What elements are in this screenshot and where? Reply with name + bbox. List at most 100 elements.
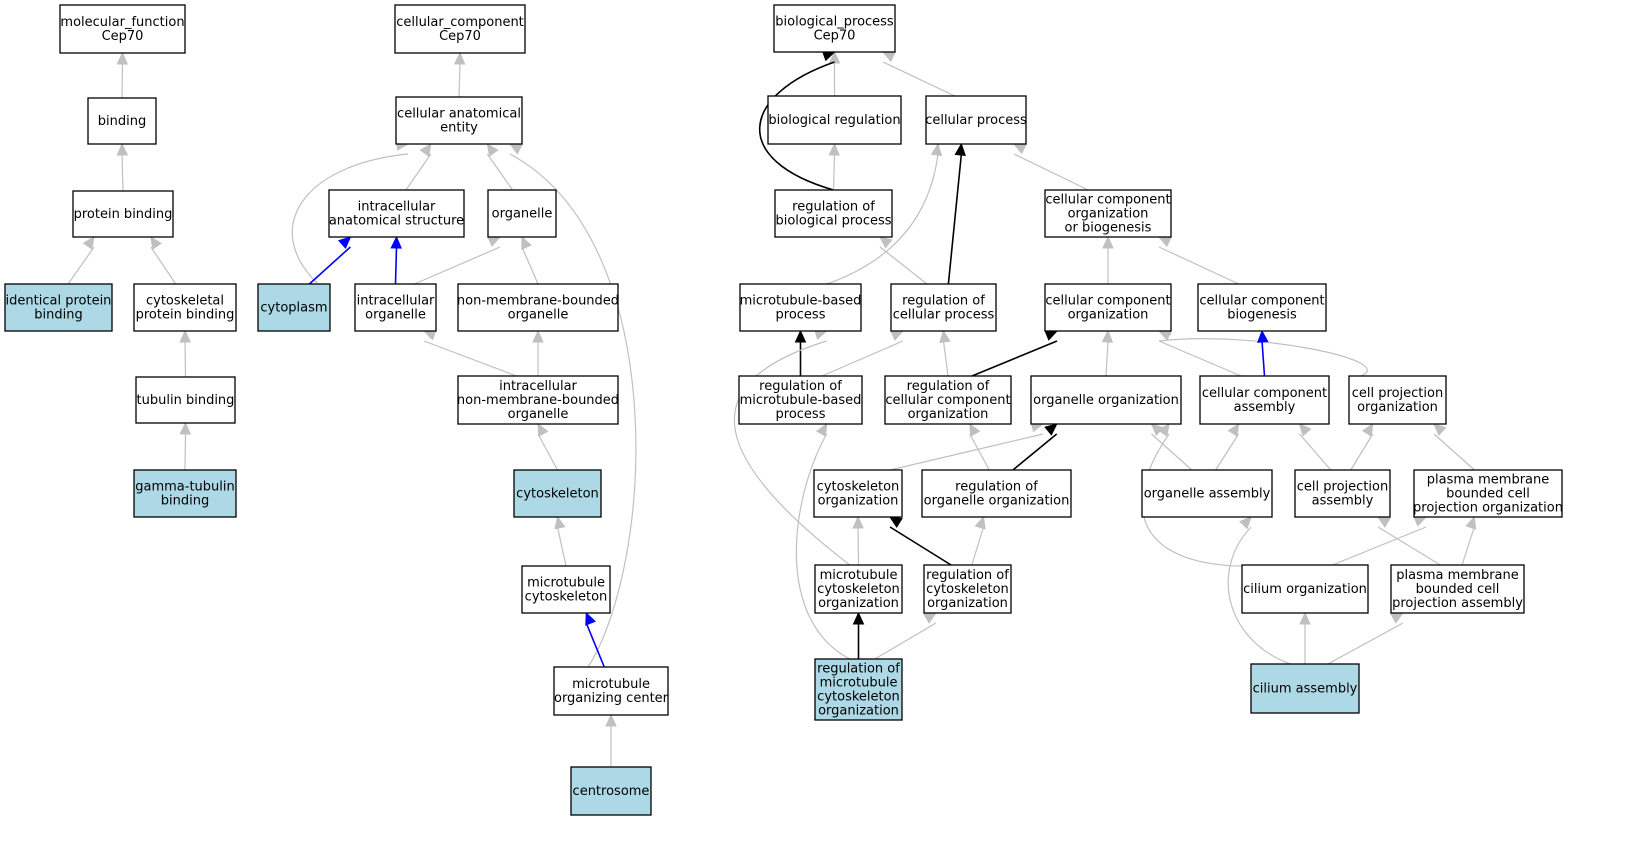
arrowhead-microtubule-cytoskeleton-to-cytoskeleton [554, 515, 566, 530]
term-label-line: cell projection [1352, 386, 1443, 401]
term-node-organelle[interactable]: organelle [487, 189, 557, 238]
term-label-line: microtubule-based [740, 294, 862, 309]
arrowhead-pm-bounded-cp-assembly-to-pm-bounded-cp-organization [1465, 515, 1477, 530]
arrowhead-cilium-assembly-to-cilium-organization [1299, 611, 1311, 625]
term-node-centrosome[interactable]: centrosome [570, 766, 652, 816]
term-node-cilium-organization[interactable]: cilium organization [1241, 564, 1369, 614]
term-node-tubulin-binding[interactable]: tubulin binding [135, 376, 236, 424]
term-label-line: intracellular [358, 200, 436, 215]
term-box [1294, 469, 1391, 518]
term-box [135, 376, 236, 424]
arrowhead-identical-protein-binding-to-protein-binding [82, 236, 95, 250]
term-node-cytoplasm[interactable]: cytoplasm [257, 283, 331, 332]
term-label-line: cytoskeletal [146, 294, 224, 309]
arrowhead-pm-bounded-cp-assembly-to-cell-projection-assembly [1376, 516, 1391, 528]
arrowhead-tubulin-binding-to-cytoskeletal-protein-binding [179, 329, 191, 343]
term-label-line: organization [927, 596, 1008, 611]
term-box [59, 4, 186, 54]
term-box [1241, 564, 1369, 614]
term-label-line: cellular component [1199, 294, 1324, 309]
term-label-line: organization [1357, 400, 1438, 415]
edge-regulation-of-biological-process-to-biological-regulation [832, 153, 836, 191]
term-box [394, 4, 526, 54]
edge-tubulin-binding-to-cytoskeletal-protein-binding [184, 340, 187, 378]
arrowhead-protein-binding-to-binding [116, 142, 129, 156]
term-label-line: cytoskeleton [817, 582, 900, 597]
arrowhead-organelle-to-cellular-anatomical-entity [486, 143, 499, 157]
term-label-line: Cep70 [814, 29, 856, 44]
arrowhead-reg-cytoskeleton-organization-to-cytoskeleton-organization [888, 516, 903, 528]
edge-organelle-to-cellular-anatomical-entity [486, 153, 514, 191]
arrowhead-regulation-of-cellular-process-to-cellular-process [954, 142, 966, 157]
term-label-line: projection organization [1413, 501, 1563, 516]
edge-reg-mt-based-process-to-regulation-of-cellular-process [821, 340, 904, 377]
edge-cell-projection-organization-to-cc-organization [1158, 338, 1368, 377]
term-box [1413, 469, 1563, 518]
arrowhead-cilium-organization-to-organelle-organization [1157, 423, 1170, 437]
term-box [921, 469, 1072, 518]
term-box [814, 658, 903, 721]
term-node-cytoskeleton[interactable]: cytoskeleton [513, 469, 602, 518]
term-label-line: cytoskeleton [525, 590, 608, 605]
term-node-protein-binding[interactable]: protein binding [72, 190, 174, 238]
term-label-line: non-membrane-bounded [457, 393, 619, 408]
term-label-line: cytoplasm [260, 301, 327, 316]
arrowhead-centrosome-to-microtubule-organizing-center [605, 713, 617, 727]
term-label-line: organizing center [554, 691, 669, 706]
edge-gamma-tubulin-binding-to-tubulin-binding [184, 432, 187, 471]
arrowhead-gamma-tubulin-binding-to-tubulin-binding [179, 421, 192, 435]
term-label-line: plasma membrane [1396, 568, 1519, 583]
term-node-cilium-assembly[interactable]: cilium assembly [1250, 663, 1360, 714]
term-box [257, 283, 331, 332]
arrowhead-reg-mt-cytoskeleton-organization-to-mt-cytoskeleton-organization [852, 611, 865, 625]
term-label-line: organelle organization [1033, 393, 1179, 408]
term-node-binding[interactable]: binding [87, 97, 157, 145]
arrowhead-cell-projection-assembly-to-cc-assembly [1298, 423, 1312, 437]
term-label-line: molecular_function [60, 15, 184, 30]
term-node-cellular-process[interactable]: cellular process [925, 95, 1027, 145]
arrowhead-cc-biogenesis-to-ccob [1157, 236, 1172, 248]
term-node-organelle-organization[interactable]: organelle organization [1030, 375, 1182, 425]
term-node-intracellular-nmb-organelle[interactable]: intracellularnon-membrane-boundedorganel… [457, 375, 619, 425]
edge-cytoskeleton-to-intracellular-nmb-organelle [537, 433, 559, 471]
term-node-organelle-assembly[interactable]: organelle assembly [1141, 469, 1273, 518]
term-label-line: cilium assembly [1253, 682, 1358, 697]
term-label-line: regulation of [926, 568, 1009, 583]
term-node-biological-regulation[interactable]: biological regulation [767, 95, 902, 145]
term-label-line: cytoskeleton [926, 582, 1009, 597]
term-label-line: cellular component [1045, 294, 1170, 309]
arrowhead-cytoplasm-to-intracellular-anatomical-structure [337, 236, 352, 249]
term-box [328, 189, 465, 238]
arrowhead-intracellular-organelle-to-intracellular-anatomical-structure [390, 235, 402, 249]
term-node-reg-mt-cytoskeleton-organization[interactable]: regulation ofmicrotubulecytoskeletonorga… [814, 658, 903, 721]
